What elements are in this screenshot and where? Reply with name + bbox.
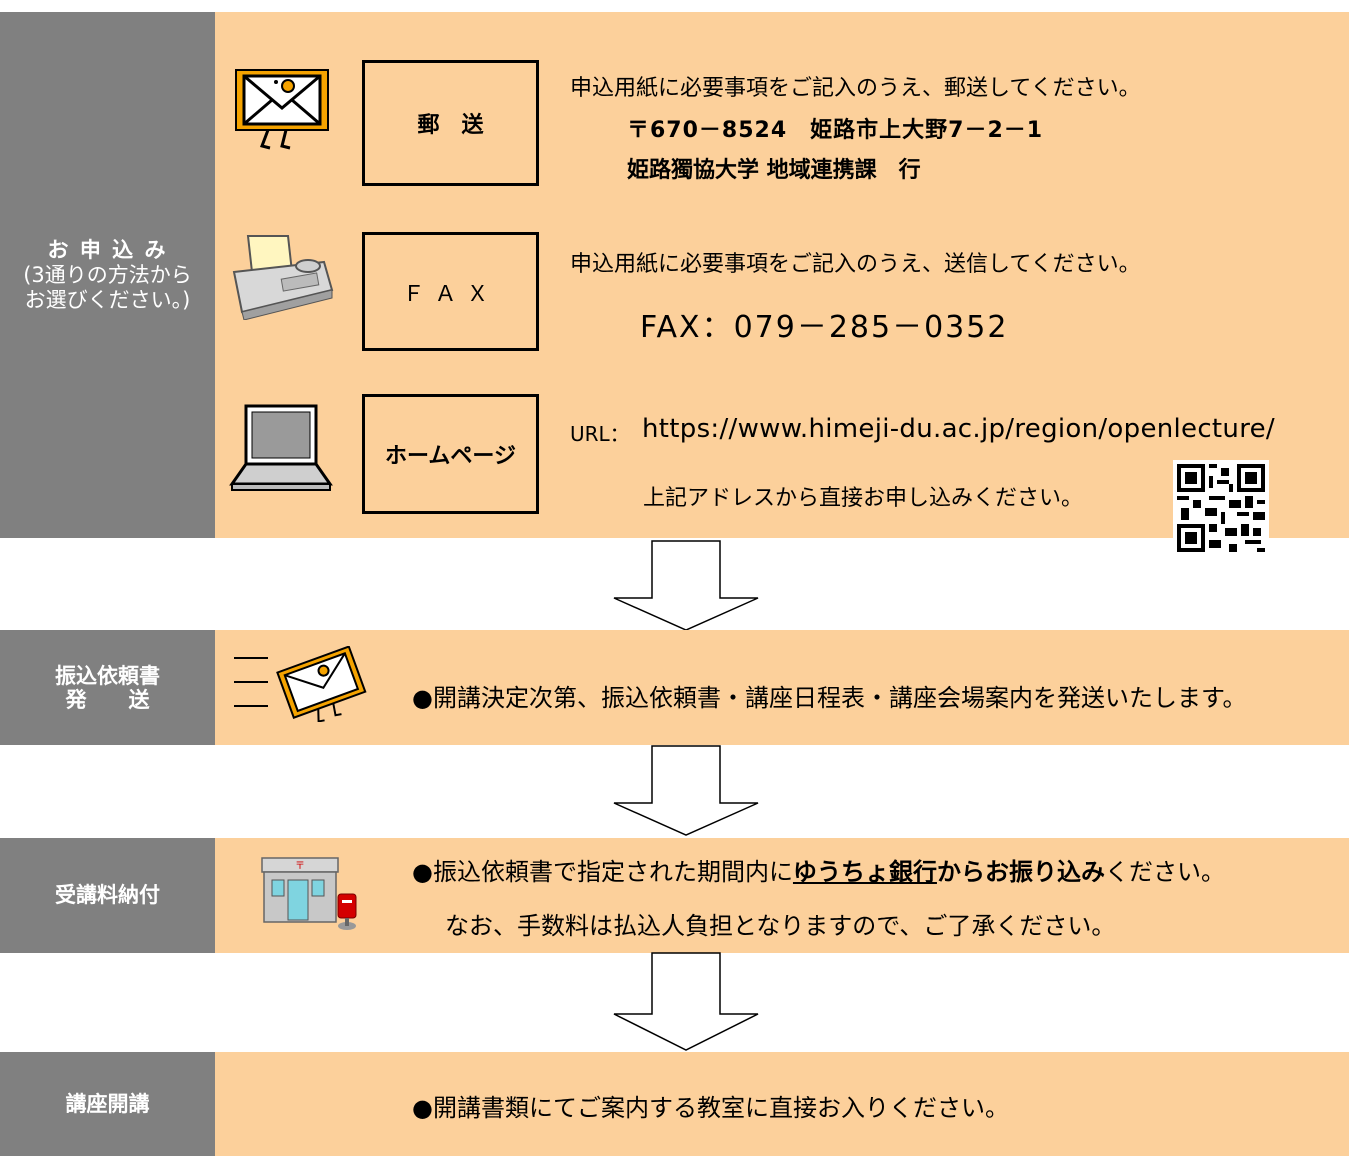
invoice-band (215, 630, 1349, 745)
japan-post-bank: ゆうちょ銀行 (792, 858, 937, 886)
down-arrow-1 (612, 540, 760, 632)
invoice-text: ●開講決定次第、振込依頼書・講座日程表・講座会場案内を発送いたします。 (412, 684, 1247, 712)
fax-instruction: 申込用紙に必要事項をご記入のうえ、送信してください。 (570, 252, 1141, 277)
apply-subtitle-1: (3通りの方法から (23, 262, 192, 287)
homepage-button-label: ホームページ (385, 444, 516, 469)
payment-band (215, 838, 1349, 953)
fax-button-label: ＦＡＸ (402, 281, 499, 307)
payment-transfer: からお振り込み (936, 858, 1105, 886)
start-text: ●開講書類にてご案内する教室に直接お入りください。 (412, 1094, 1009, 1122)
invoice-label-1: 振込依頼書 (55, 663, 160, 688)
down-arrow-3 (612, 952, 760, 1052)
post-recipient: 姫路獨協大学 地域連携課 行 (627, 158, 921, 183)
post-instruction: 申込用紙に必要事項をご記入のうえ、郵送してください。 (570, 76, 1141, 101)
start-section-label: 講座開講 (0, 1052, 215, 1156)
payment-line-1-a: ●振込依頼書で指定された期間内に (412, 858, 793, 886)
homepage-button[interactable]: ホームページ (362, 394, 539, 514)
url-label: URL： (570, 422, 630, 446)
payment-line-1-d: ください。 (1104, 858, 1225, 886)
web-instruction: 上記アドレスから直接お申し込みください。 (643, 486, 1084, 511)
fax-button[interactable]: ＦＡＸ (362, 232, 539, 351)
fax-number: FAX：079－285－0352 (640, 310, 1009, 345)
post-button[interactable]: 郵 送 (362, 60, 539, 186)
payment-label: 受講料納付 (55, 883, 160, 907)
apply-title: お 申 込 み (47, 237, 168, 262)
payment-line-1: ●振込依頼書で指定された期間内にゆうちょ銀行からお振り込みください。 (412, 852, 1225, 887)
payment-line-2: なお、手数料は払込人負担となりますので、ご了承ください。 (445, 912, 1116, 940)
sending-envelope-icon (232, 645, 367, 723)
post-office-icon: 〒 (258, 850, 364, 932)
apply-section-label: お 申 込 み (3通りの方法から お選びください。) (0, 12, 215, 538)
start-band (215, 1052, 1349, 1156)
qr-code[interactable] (1173, 460, 1269, 556)
invoice-label-2: 発 送 (65, 687, 150, 712)
down-arrow-2 (612, 745, 760, 837)
svg-text:〒: 〒 (295, 861, 305, 872)
apply-subtitle-2: お選びください。) (24, 287, 191, 312)
start-label: 講座開講 (65, 1091, 150, 1116)
post-address: 〒670－8524 姫路市上大野7－2－1 (627, 118, 1044, 143)
post-button-label: 郵 送 (417, 113, 484, 138)
laptop-icon (228, 404, 334, 494)
payment-section-label: 受講料納付 (0, 838, 215, 953)
url-link[interactable]: https://www.himeji-du.ac.jp/region/openl… (642, 414, 1275, 444)
fax-machine-icon (228, 232, 336, 321)
envelope-icon (232, 66, 332, 158)
invoice-section-label: 振込依頼書 発 送 (0, 630, 215, 745)
